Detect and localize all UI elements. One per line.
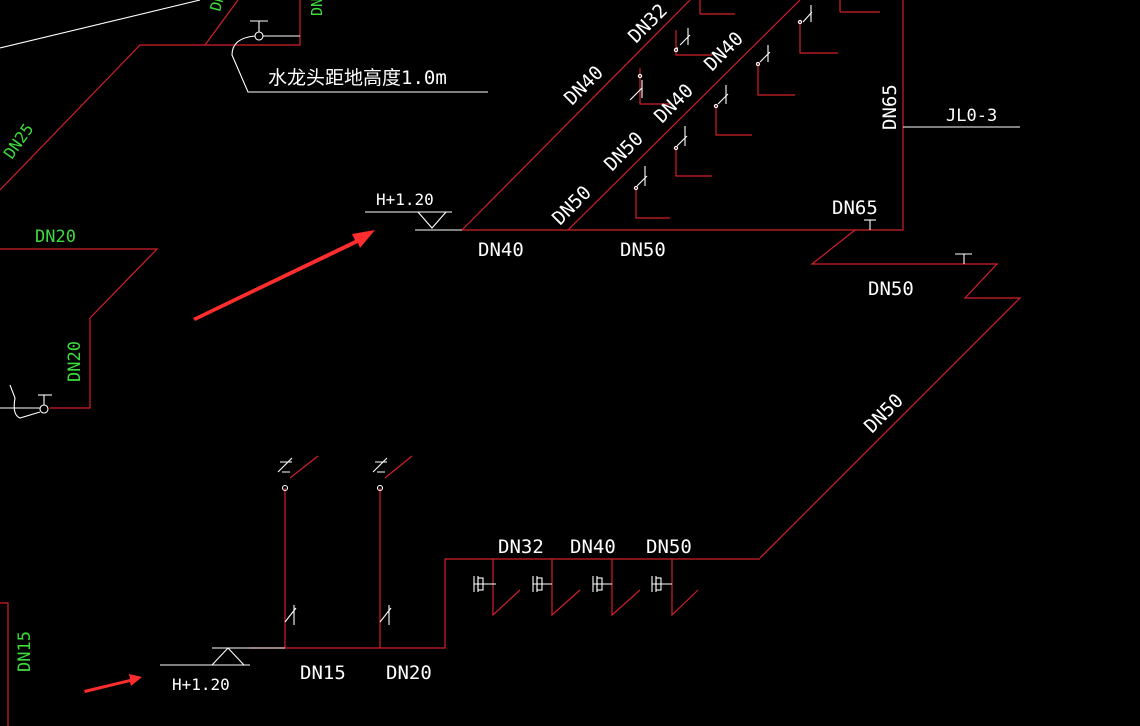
valve-tick-3 bbox=[802, 5, 813, 23]
label-top-dn40-a: DN40 bbox=[560, 62, 608, 110]
valve-dot-b5 bbox=[633, 185, 639, 191]
valve-dot-b4 bbox=[673, 145, 679, 151]
riser-1-valve bbox=[281, 484, 289, 492]
pipe-main-horizontal bbox=[462, 0, 904, 231]
valve-dot-b3 bbox=[713, 103, 719, 109]
label-bottom-dn20: DN20 bbox=[386, 662, 432, 684]
label-riser-dn65: DN65 bbox=[879, 84, 901, 130]
label-green-top-b: DN bbox=[308, 0, 326, 16]
label-top-dn50-a: DN50 bbox=[600, 128, 648, 176]
level-bottom-triangle bbox=[211, 647, 245, 666]
label-top-dn50-b: DN50 bbox=[548, 182, 596, 230]
branch-b2 bbox=[757, 62, 795, 96]
label-main-dn40: DN40 bbox=[478, 239, 524, 261]
label-top-dn40-b: DN40 bbox=[700, 28, 748, 76]
gate-valve-dn40-box bbox=[536, 577, 543, 591]
label-jl03: JL0-3 bbox=[946, 106, 997, 126]
faucet-note-group bbox=[231, 20, 488, 93]
gate-valve-dn50b-icon bbox=[651, 576, 672, 592]
level-mark-top bbox=[365, 211, 462, 231]
branch-b3 bbox=[715, 104, 752, 136]
bottom-fixtures bbox=[277, 457, 672, 625]
valve-tick-1 bbox=[676, 28, 691, 49]
label-green-top-a: DN bbox=[206, 0, 228, 13]
drop-dn50a bbox=[611, 559, 641, 617]
faucet-curve-left bbox=[9, 384, 41, 419]
gate-valve-dn32-box bbox=[477, 577, 484, 591]
label-jog-dn50: DN50 bbox=[868, 278, 914, 300]
left-piping-group bbox=[0, 0, 301, 726]
branch-a1 bbox=[675, 30, 712, 56]
gate-valve-dn50a-box bbox=[596, 577, 603, 591]
pipe-left-dn25 bbox=[0, 0, 239, 191]
branch-a2 bbox=[639, 68, 670, 105]
label-left-dn15: DN15 bbox=[15, 631, 35, 672]
riser-bottom-1-top bbox=[289, 455, 319, 479]
level-top-triangle bbox=[417, 211, 447, 229]
riser-2-cap-icon bbox=[372, 457, 388, 473]
riser-2-lower-valve bbox=[379, 605, 392, 625]
valve-tick-7 bbox=[636, 166, 648, 187]
valve-dot-a1 bbox=[673, 47, 679, 53]
branch-b4 bbox=[675, 146, 712, 177]
riser-2-valve bbox=[376, 484, 384, 492]
annotation-arrow-bottom bbox=[84, 674, 142, 693]
top-piping-group bbox=[461, 0, 1022, 559]
level-mark-bottom bbox=[160, 647, 285, 666]
level-top-label: H+1.20 bbox=[376, 190, 434, 209]
label-left-dn25: DN25 bbox=[0, 120, 37, 162]
node-dn65 bbox=[864, 219, 972, 264]
gate-valve-dn50b-box bbox=[655, 577, 662, 591]
pipe-left-top bbox=[205, 0, 301, 46]
riser-bottom-2-top bbox=[384, 455, 413, 479]
faucet-curve bbox=[231, 35, 488, 93]
pipe-diag-1 bbox=[461, 0, 691, 231]
white-diag-left bbox=[0, 0, 201, 49]
faucet-height-note: 水龙头距地高度1.0m bbox=[268, 67, 447, 89]
label-bottom-dn50: DN50 bbox=[646, 536, 692, 558]
pipe-bottom-main bbox=[250, 558, 760, 649]
pipe-left-dn15 bbox=[0, 602, 9, 726]
annotation-arrow-top-icon bbox=[193, 230, 375, 321]
valve-symbol-left bbox=[39, 404, 49, 414]
label-top-dn40-c: DN40 bbox=[650, 80, 698, 128]
pipe-left-dn20 bbox=[0, 248, 159, 409]
valve-ticks-top bbox=[629, 5, 813, 191]
valve-dot-b2 bbox=[755, 61, 761, 67]
valve-tick-2 bbox=[629, 80, 643, 101]
riser-1-lower-valve bbox=[284, 605, 297, 625]
valve-tick-6 bbox=[676, 126, 688, 147]
drop-dn40 bbox=[551, 559, 581, 617]
label-bottom-dn32: DN32 bbox=[498, 536, 544, 558]
valve-dot-b1 bbox=[797, 19, 803, 25]
label-diag-dn50: DN50 bbox=[860, 390, 908, 438]
pipe-diag-2 bbox=[567, 0, 801, 231]
branch-b1 bbox=[799, 20, 838, 54]
valve-tick-4 bbox=[759, 45, 771, 63]
label-top-dn32: DN32 bbox=[624, 0, 672, 48]
label-node-dn65: DN65 bbox=[832, 197, 878, 219]
pipe-dn65-jog bbox=[759, 229, 1022, 559]
label-left-dn20-top: DN20 bbox=[35, 227, 76, 247]
faucet-valve-circle bbox=[254, 31, 264, 41]
bottom-piping-group bbox=[250, 455, 760, 649]
label-left-dn20-vert: DN20 bbox=[65, 341, 85, 382]
annotation-arrow-top bbox=[193, 230, 375, 321]
valve-tick-5 bbox=[717, 85, 729, 105]
drop-dn32 bbox=[492, 559, 521, 617]
valve-dot-a2 bbox=[637, 73, 643, 79]
label-main-dn50: DN50 bbox=[620, 239, 666, 261]
riser-1-cap-icon bbox=[277, 457, 293, 473]
drop-dn50b bbox=[671, 559, 699, 617]
level-bottom-label: H+1.20 bbox=[172, 675, 230, 694]
label-bottom-dn40: DN40 bbox=[570, 536, 616, 558]
branch-b5 bbox=[635, 186, 670, 219]
annotation-arrow-bottom-icon bbox=[84, 674, 142, 693]
label-bottom-dn15: DN15 bbox=[300, 662, 346, 684]
